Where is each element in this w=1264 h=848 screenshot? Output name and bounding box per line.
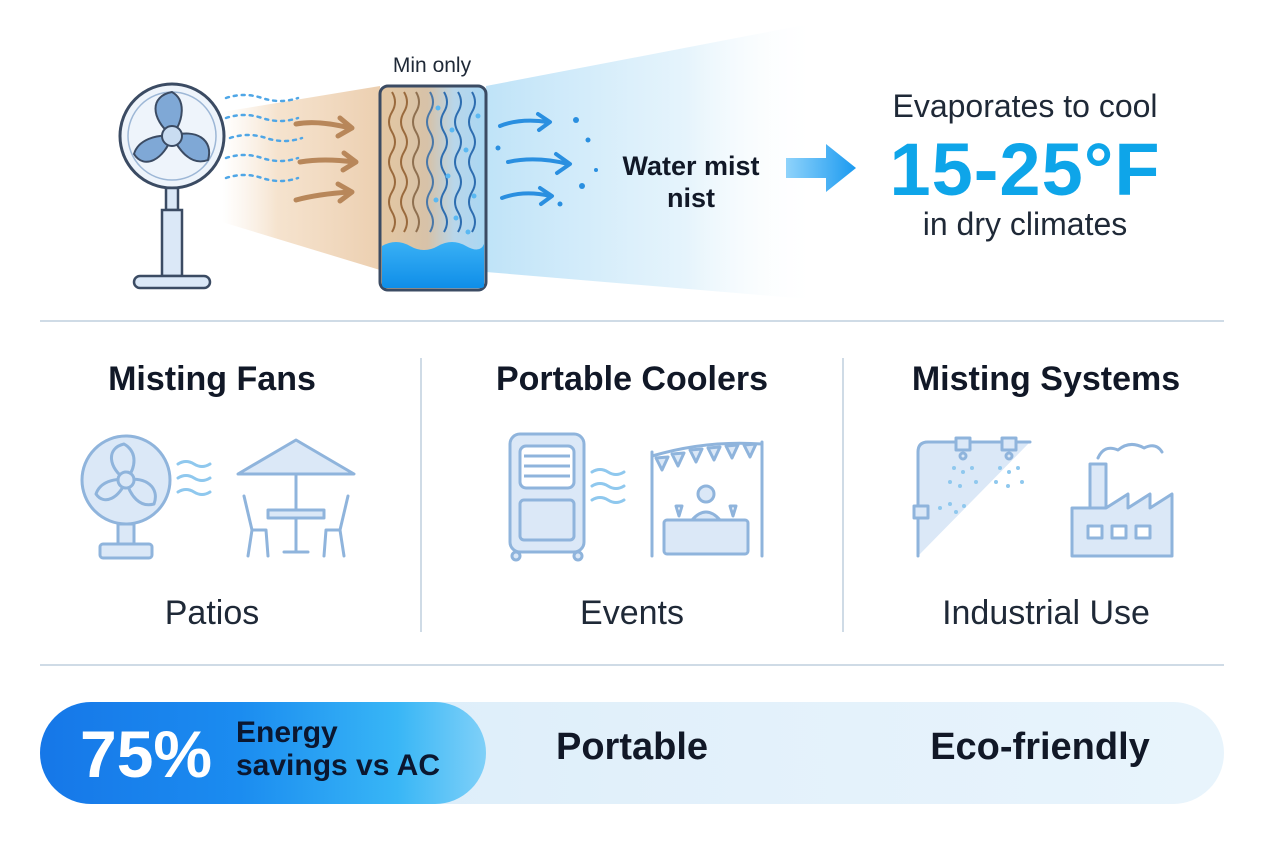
- evaporative-cooler-icon: [508, 432, 586, 562]
- cooling-pad-label: Min only: [392, 54, 472, 77]
- cooling-title: Evaporates to cool: [892, 88, 1158, 124]
- column-title-misting-systems: Misting Systems: [911, 360, 1181, 398]
- feature-eco-friendly: Eco-friendly: [930, 726, 1150, 768]
- airflow-waves-2: [590, 468, 626, 504]
- feature-portable: Portable: [555, 726, 709, 768]
- water-mist-label-line2: nist: [666, 183, 715, 213]
- patio-table-icon: [236, 438, 356, 558]
- cool-air-stream: [486, 22, 820, 300]
- column-label-industrial-use: Industrial Use: [942, 594, 1150, 632]
- mist-spray: [938, 466, 1024, 514]
- energy-savings-text: Energy savings vs AC: [236, 716, 476, 782]
- column-title-portable-coolers: Portable Coolers: [495, 360, 769, 398]
- mist-pipe-icon: [912, 436, 1032, 558]
- airflow-waves-1: [176, 460, 212, 496]
- energy-savings-percent: 75%: [80, 717, 213, 791]
- warm-air-arrows: [293, 115, 359, 204]
- mist-arrows: [498, 112, 572, 206]
- water-mist-label: Water mist nist: [596, 150, 786, 214]
- event-tent-icon: [650, 440, 764, 558]
- energy-savings-pill: [40, 702, 486, 804]
- mist-droplets: [495, 117, 598, 207]
- energy-savings-line1: Energy: [236, 716, 338, 749]
- cooling-value: 15-25°F: [889, 128, 1161, 211]
- water-mist-label-line1: Water mist: [622, 151, 760, 181]
- warm-air-stream: [222, 86, 380, 270]
- fan-icon: [80, 434, 172, 560]
- cooling-subtitle: in dry climates: [922, 206, 1128, 242]
- fan-airflow-lines: [224, 93, 304, 183]
- cooling-pad: [378, 84, 488, 292]
- column-title-misting-fans: Misting Fans: [108, 360, 316, 398]
- column-label-patios: Patios: [164, 594, 260, 632]
- cooling-arrow-icon: [786, 144, 856, 192]
- energy-savings-line2: savings vs AC: [236, 749, 440, 782]
- standing-fan-icon: [118, 82, 226, 290]
- factory-icon: [1070, 443, 1174, 558]
- column-label-events: Events: [580, 594, 684, 632]
